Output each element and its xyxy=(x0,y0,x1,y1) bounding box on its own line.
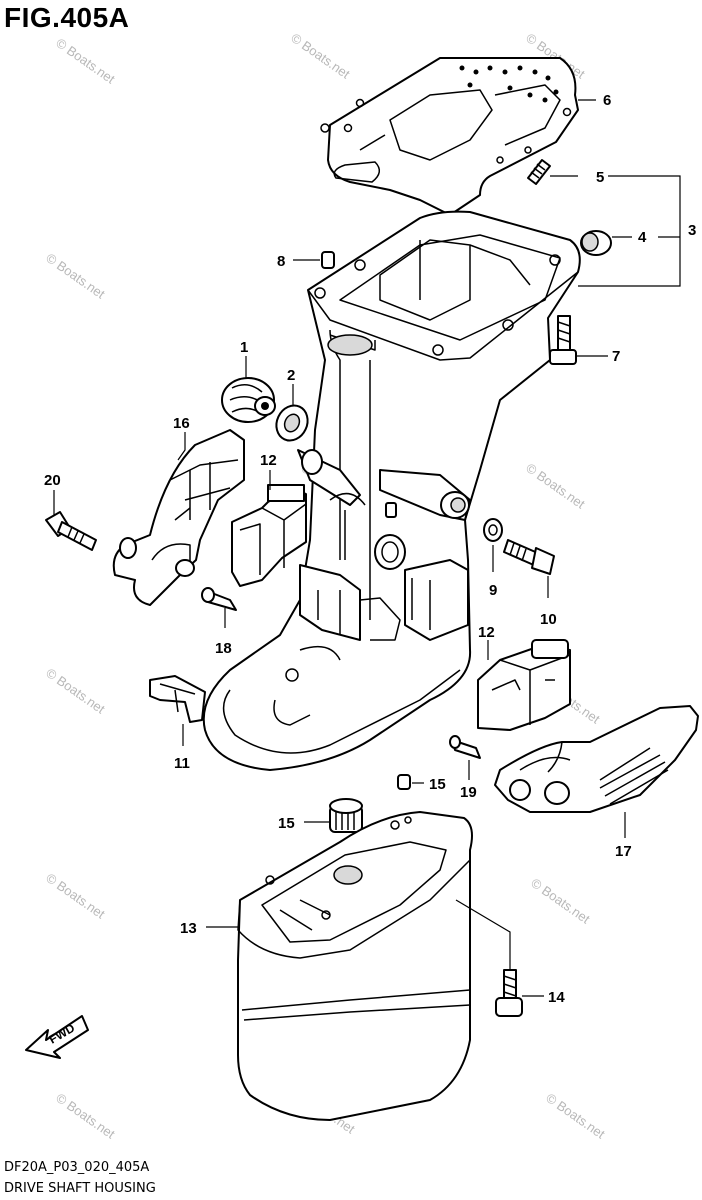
callout-12-upper: 12 xyxy=(260,452,277,469)
figure-title: FIG.405A xyxy=(4,2,130,33)
fwd-arrow-icon: FWD xyxy=(25,1015,89,1059)
watermark: © Boats.net xyxy=(43,665,108,717)
part-12-lower-mount xyxy=(477,639,571,731)
callout-15-upper: 18 xyxy=(215,640,232,657)
callout-19: 15 xyxy=(278,815,295,832)
part-16-bolt xyxy=(45,511,97,551)
callout-2: 2 xyxy=(287,367,295,384)
watermark: © Boats.net xyxy=(53,35,118,87)
callout-12-lower: 12 xyxy=(478,624,495,641)
callout-7: 7 xyxy=(612,348,620,365)
callout-8: 8 xyxy=(277,253,285,270)
figure-code: DF20A_P03_020_405A xyxy=(4,1160,150,1175)
part-5-stud xyxy=(527,159,551,185)
callout-13: 16 xyxy=(173,415,190,432)
part-11-clip xyxy=(149,675,206,723)
callout-15-lower: 19 xyxy=(460,784,477,801)
callout-1: 1 xyxy=(240,339,248,356)
callout-11: 11 xyxy=(174,755,190,772)
part-10-plug-screw xyxy=(503,539,555,575)
callout-4: 4 xyxy=(638,229,647,246)
figure-name: DRIVE SHAFT HOUSING xyxy=(4,1181,156,1196)
part-18-bolt xyxy=(495,969,523,1017)
callout-9: 9 xyxy=(489,582,497,599)
watermark: © Boats.net xyxy=(53,1090,118,1142)
watermark: © Boats.net xyxy=(43,250,108,302)
watermark: © Boats.net xyxy=(523,460,588,512)
part-15-pin-lower xyxy=(449,735,481,759)
watermark: © Boats.net xyxy=(543,1090,608,1142)
callout-16: 20 xyxy=(44,472,61,489)
part-6-gasket xyxy=(320,57,579,216)
part-13-mount-bracket xyxy=(112,429,245,606)
part-15-pin-upper xyxy=(201,587,237,611)
callout-17: 13 xyxy=(180,920,197,937)
callout-14: 17 xyxy=(615,843,632,860)
watermark: © Boats.net xyxy=(43,870,108,922)
part-20-dowel-pin xyxy=(397,774,411,790)
part-12-upper-mount xyxy=(231,484,307,587)
part-8-dowel-pin xyxy=(321,251,335,269)
callout-20: 15 xyxy=(429,776,446,793)
watermark: © Boats.net xyxy=(288,30,353,82)
callout-3: 3 xyxy=(688,222,696,239)
part-1-grommet xyxy=(221,377,276,423)
callout-10: 10 xyxy=(540,611,557,628)
part-19-plug xyxy=(329,798,363,833)
part-7-bolt xyxy=(549,315,577,365)
watermark: © Boats.net xyxy=(528,875,593,927)
callout-6: 6 xyxy=(603,92,611,109)
part-4-plug xyxy=(580,230,612,256)
callout-numbers: 6 5 4 3 8 7 1 2 16 12 20 18 9 10 12 11 1… xyxy=(44,92,696,1006)
part-14-lower-bracket xyxy=(494,705,699,813)
part-9-washer xyxy=(483,518,503,542)
callout-18: 14 xyxy=(548,989,565,1006)
leader-lines xyxy=(53,99,681,997)
part-3-drive-shaft-housing xyxy=(202,210,581,771)
part-17-lower-cover xyxy=(237,811,473,1121)
callout-5: 5 xyxy=(596,169,604,186)
part-2-seal-ring xyxy=(275,404,309,442)
